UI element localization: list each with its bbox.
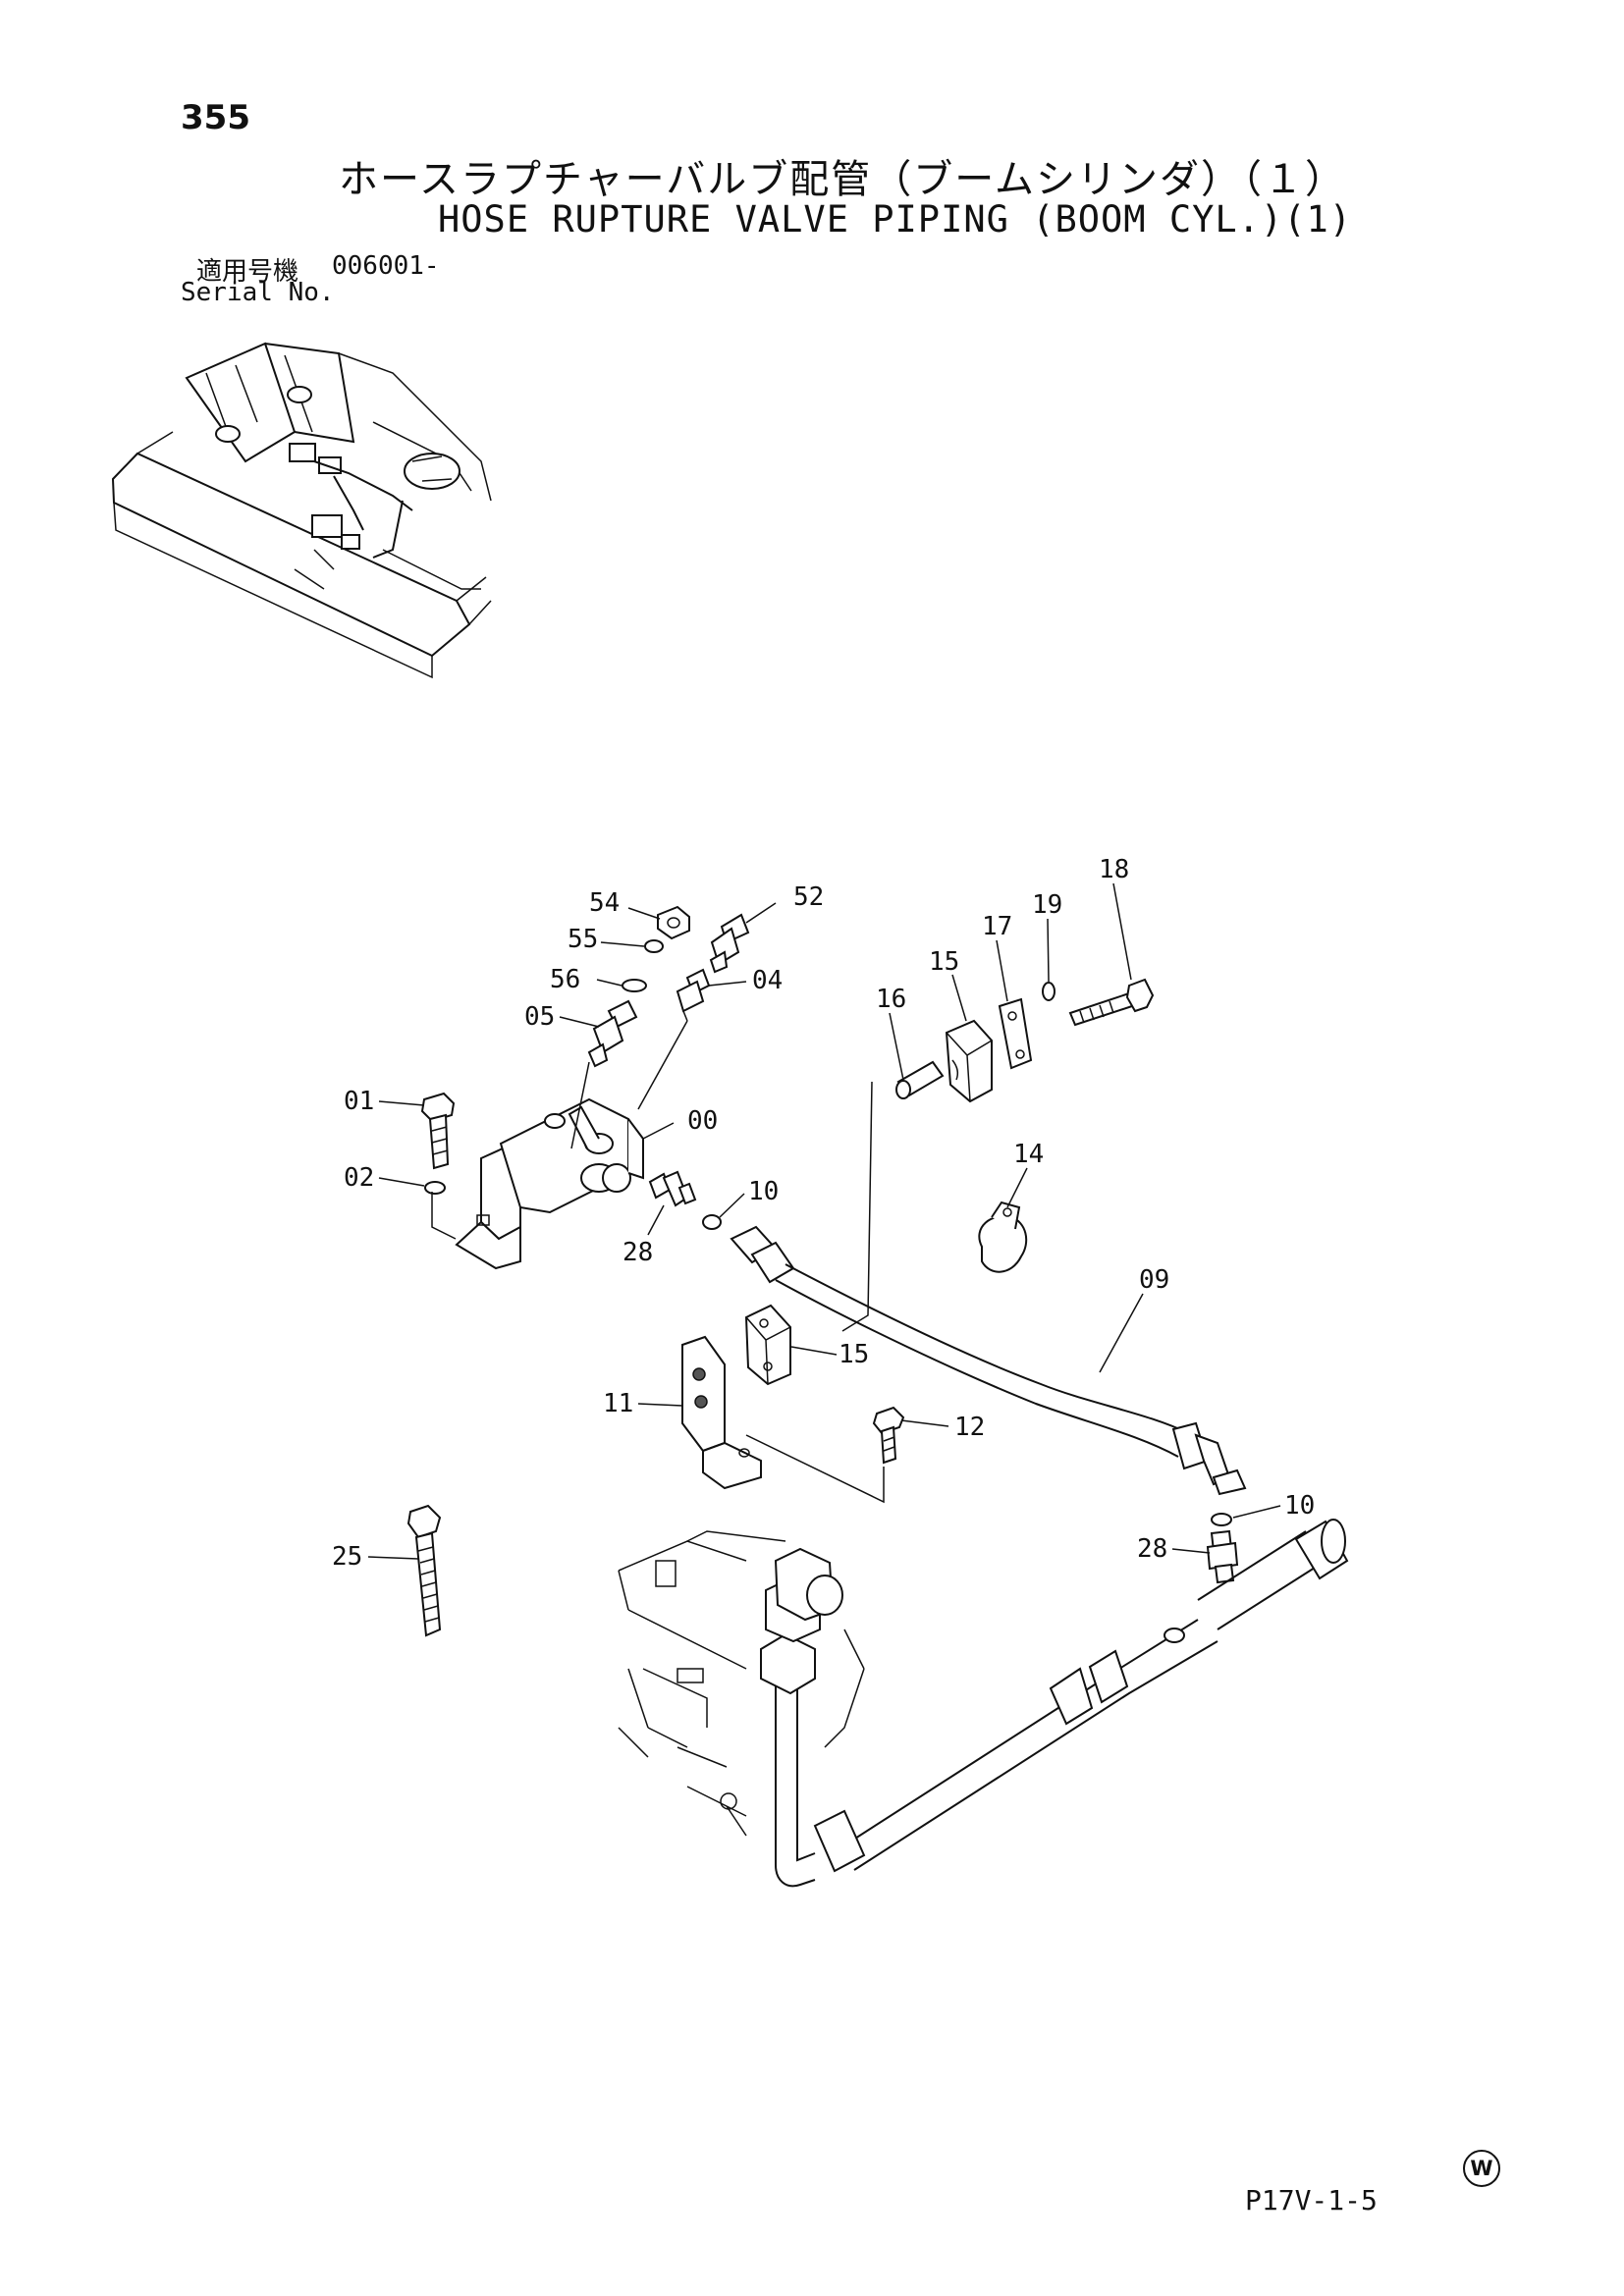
callout-02: 02	[344, 1163, 374, 1193]
serial-label-english: Serial No.	[181, 278, 335, 307]
callout-01: 01	[344, 1087, 374, 1116]
fitting-52	[709, 913, 750, 974]
callout-04: 04	[752, 966, 783, 995]
locator-thumbnail	[111, 342, 492, 679]
boom-cylinder-pipe-assembly	[618, 1519, 1349, 1888]
page-number: 355	[181, 98, 250, 137]
clip-14	[978, 1201, 1028, 1273]
callout-16: 16	[876, 985, 906, 1014]
nut-54	[657, 905, 690, 940]
callout-56: 56	[550, 965, 580, 994]
bracket-11	[681, 1335, 762, 1490]
fitting-04	[676, 968, 711, 1022]
cable-tie-25	[406, 1504, 442, 1637]
manufacturer-mark-icon: W	[1463, 2150, 1500, 2187]
callout-10-lower: 10	[1284, 1491, 1315, 1521]
page-title-japanese: ホースラプチャーバルブ配管（ブームシリンダ）（１）	[339, 157, 1346, 202]
callout-52: 52	[793, 882, 824, 912]
callout-15-lower: 15	[839, 1340, 869, 1369]
callout-17: 17	[982, 912, 1012, 941]
callout-12: 12	[954, 1413, 985, 1442]
o-ring-10-upper	[702, 1214, 722, 1230]
leader-lines	[367, 882, 1281, 1560]
clamp-15-upper	[945, 1019, 993, 1103]
washer-02	[424, 1181, 446, 1195]
callout-19: 19	[1032, 890, 1062, 920]
fitting-28-lower	[1206, 1529, 1239, 1584]
page-title-english: HOSE RUPTURE VALVE PIPING (BOOM CYL.)(1)	[438, 198, 1353, 240]
o-ring-56	[622, 979, 647, 992]
pin-16	[895, 1060, 945, 1099]
bolt-01	[420, 1092, 456, 1170]
callout-28-lower: 28	[1137, 1534, 1167, 1564]
clamp-15-lower	[744, 1304, 791, 1386]
bolt-18	[1068, 978, 1155, 1027]
plate-17	[998, 997, 1033, 1070]
callout-18: 18	[1099, 855, 1129, 884]
callout-09: 09	[1139, 1265, 1169, 1295]
callout-28-upper: 28	[623, 1238, 653, 1267]
valve-00	[455, 1097, 644, 1270]
hose-09	[730, 1225, 1247, 1496]
ring-55	[644, 939, 664, 953]
bolt-12	[872, 1406, 905, 1465]
callout-54: 54	[589, 888, 620, 918]
fitting-28-upper	[648, 1170, 697, 1207]
fitting-05	[587, 999, 638, 1068]
footer-code: P17V-1-5	[1245, 2184, 1378, 2216]
washer-19	[1042, 982, 1056, 1001]
o-ring-10-lower	[1211, 1513, 1232, 1526]
callout-10-upper: 10	[748, 1177, 779, 1206]
callout-15-upper: 15	[929, 947, 959, 977]
callout-14: 14	[1013, 1140, 1044, 1169]
callout-labels: 18 19 17 15 16 54 52 55 56 04 05 01 00 0…	[332, 855, 1315, 1572]
callout-25: 25	[332, 1542, 362, 1572]
serial-value: 006001-	[332, 251, 440, 281]
callout-00: 00	[687, 1106, 718, 1136]
callout-55: 55	[568, 925, 598, 954]
serial-label-japanese: 適用号機	[196, 257, 299, 287]
callout-05: 05	[524, 1002, 555, 1032]
callout-11: 11	[603, 1389, 633, 1418]
